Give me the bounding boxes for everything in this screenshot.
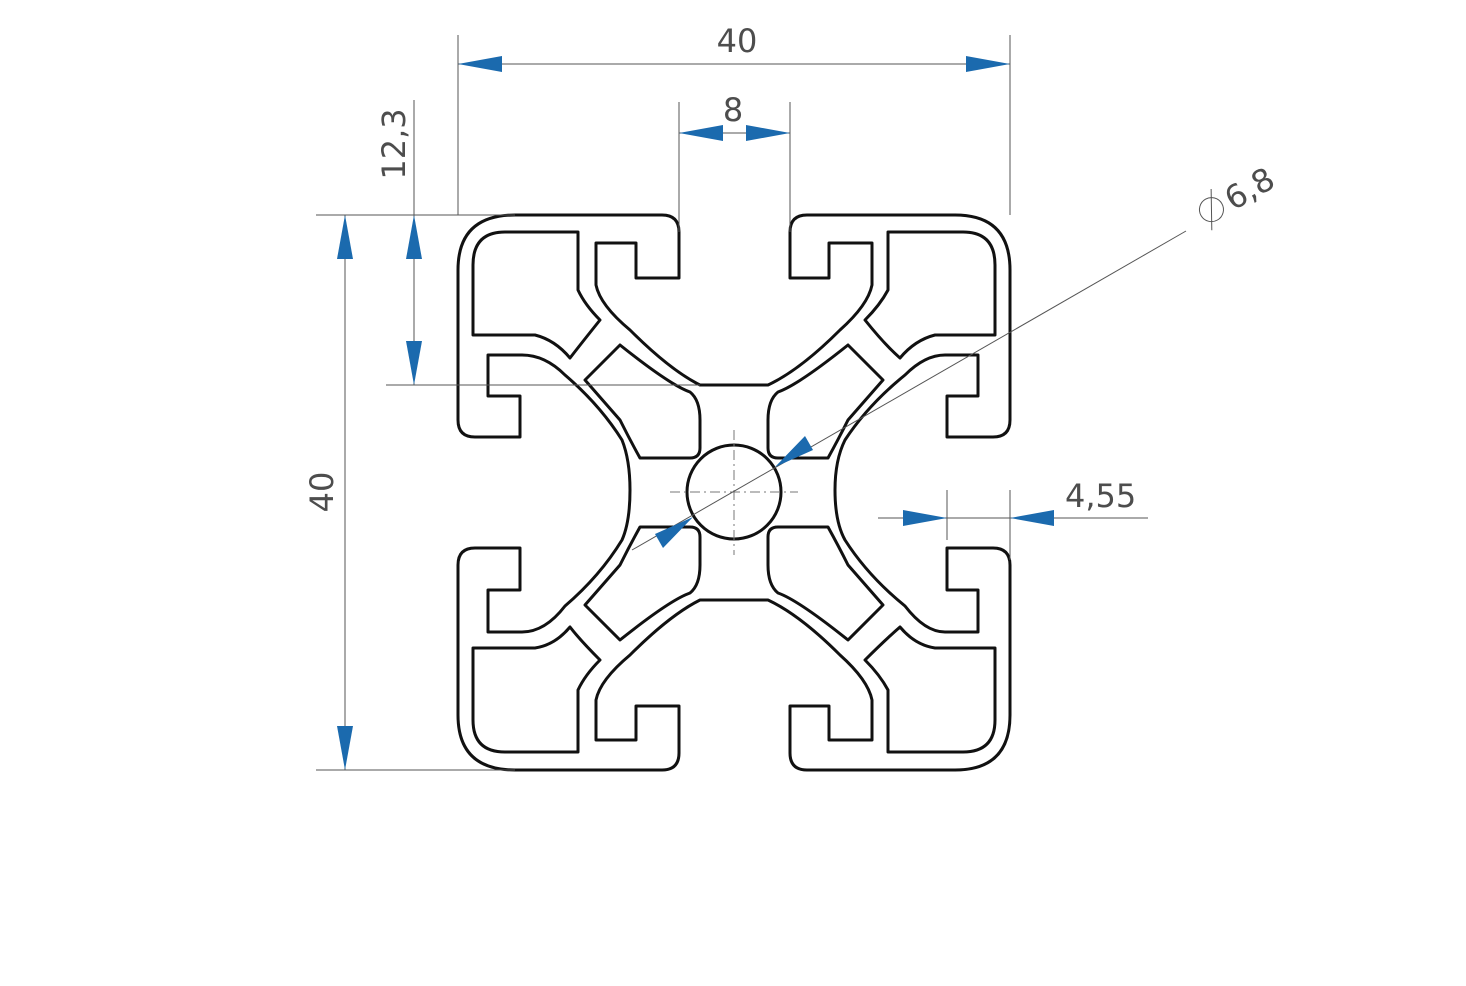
aluminium-profile bbox=[456, 213, 1012, 772]
label-bore-diameter: 6,8 bbox=[1218, 160, 1281, 218]
dimension-overall-width: 40 bbox=[457, 22, 1011, 215]
arrow-width-right bbox=[966, 56, 1010, 72]
arrow-height-top bbox=[337, 215, 353, 259]
arrow-bore-upper bbox=[775, 436, 813, 467]
arrow-width-left bbox=[458, 56, 502, 72]
diameter-symbol-icon bbox=[1198, 197, 1224, 223]
cavity-inner-top-right bbox=[766, 343, 885, 460]
cavity-bottom-right bbox=[863, 625, 997, 754]
arrow-slot-right bbox=[746, 125, 790, 141]
arrow-slot-left bbox=[679, 125, 723, 141]
dimension-slot-depth: 12,3 bbox=[316, 100, 700, 386]
arrow-bore-lower bbox=[655, 517, 693, 548]
cavity-inner-bottom-left bbox=[583, 525, 702, 642]
arrow-height-bottom bbox=[337, 726, 353, 770]
dimension-wall-thickness: 4,55 bbox=[878, 477, 1148, 560]
label-slot-width: 8 bbox=[723, 91, 743, 129]
dimensions: 40 8 12,3 40 bbox=[303, 22, 1281, 771]
cavity-top-right bbox=[863, 230, 997, 360]
dimension-slot-width: 8 bbox=[678, 91, 791, 232]
arrow-wall-right bbox=[1010, 510, 1054, 526]
dimension-overall-height: 40 bbox=[303, 215, 515, 771]
label-overall-width: 40 bbox=[717, 22, 758, 60]
cavity-top-left bbox=[471, 230, 602, 360]
label-overall-height: 40 bbox=[303, 472, 341, 513]
cavity-inner-bottom-right bbox=[766, 525, 885, 642]
arrow-depth-top bbox=[406, 215, 422, 259]
cavity-inner-top-left bbox=[583, 343, 702, 460]
arrow-depth-bottom bbox=[406, 341, 422, 385]
label-wall-thickness: 4,55 bbox=[1065, 477, 1136, 515]
cavity-bottom-left bbox=[471, 625, 602, 754]
label-slot-depth: 12,3 bbox=[375, 108, 413, 179]
arrow-wall-left bbox=[903, 510, 947, 526]
